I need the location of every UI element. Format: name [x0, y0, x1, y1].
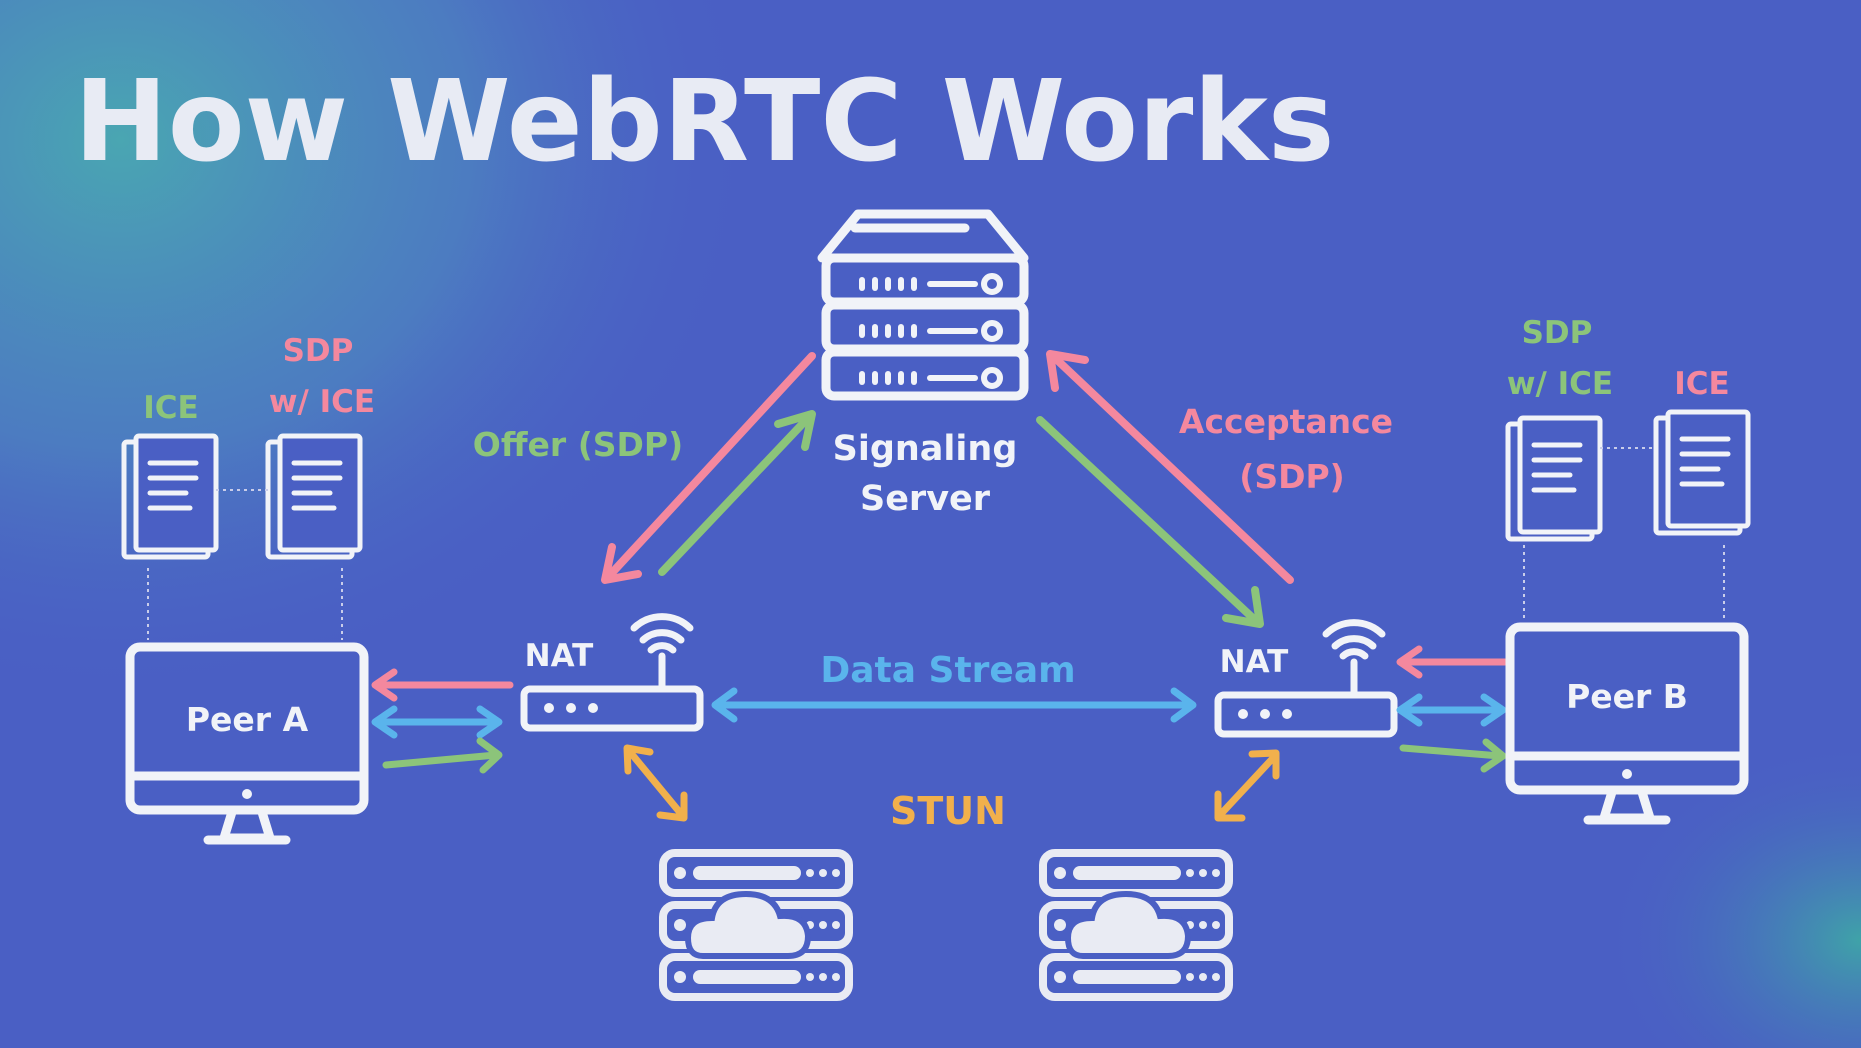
data-stream-arrow — [711, 687, 1197, 723]
peer-b-dotted-connectors — [1523, 447, 1725, 622]
peer-b-monitor-icon — [1505, 622, 1749, 825]
offer-arrow-pink — [606, 352, 816, 579]
ice-document-icon-b — [1653, 409, 1751, 536]
acceptance-label-line1: Acceptance — [1179, 402, 1393, 441]
slide-title: How WebRTC Works — [74, 57, 1335, 187]
peer-a-label: Peer A — [186, 700, 309, 739]
stun-server-left-cloud-server-icon — [659, 849, 853, 1001]
sdp-document-icon-a — [265, 433, 363, 560]
peer-b-power-dot — [1622, 769, 1632, 779]
offer-arrow-green — [658, 414, 812, 576]
signaling-server-label-line1: Signaling — [833, 429, 1018, 469]
acceptance-arrow-pink — [1051, 354, 1294, 584]
nat-right-router-icon — [1214, 619, 1398, 738]
nat-right-led — [1238, 709, 1248, 719]
nat-right-led — [1282, 709, 1292, 719]
acceptance-arrow-green — [1036, 416, 1259, 624]
peer-a-dotted-connectors — [147, 489, 343, 640]
nat-left-led — [566, 703, 576, 713]
server-rack-icon — [817, 209, 1029, 401]
signaling-server-label-line2: Server — [860, 479, 991, 519]
acceptance-label-line2: (SDP) — [1239, 457, 1345, 496]
peer-a-sdp-label-line1: SDP — [283, 333, 354, 369]
nat-left-router-icon — [520, 613, 704, 732]
peer-b-label: Peer B — [1566, 677, 1688, 716]
offer-arrows — [601, 352, 816, 584]
nat-left-label: NAT — [525, 638, 594, 674]
data-stream-label: Data Stream — [820, 650, 1075, 691]
peer-a-power-dot — [242, 789, 252, 799]
acceptance-arrows — [1036, 350, 1294, 628]
peer-a-sdp-label-line2: w/ ICE — [269, 384, 375, 420]
nat-right-led — [1260, 709, 1270, 719]
stun-server-right-cloud-server-icon — [1039, 849, 1233, 1001]
peer-a-nat-arrows — [371, 668, 514, 774]
stun-arrows — [623, 744, 1280, 822]
peer-a-monitor-icon — [125, 642, 369, 845]
nat-left-led — [544, 703, 554, 713]
peer-b-sdp-label-line1: SDP — [1522, 315, 1593, 351]
sdp-document-icon-b — [1505, 415, 1603, 542]
peer-b-sdp-label-line2: w/ ICE — [1507, 366, 1613, 402]
peer-b-nat-arrows — [1396, 645, 1509, 773]
nat-right-label: NAT — [1220, 644, 1289, 680]
peer-b-ice-label: ICE — [1674, 366, 1729, 402]
stun-label: STUN — [890, 789, 1006, 833]
offer-label: Offer (SDP) — [473, 425, 683, 464]
peer-a-ice-label: ICE — [143, 390, 198, 426]
nat-left-led — [588, 703, 598, 713]
ice-document-icon-a — [121, 433, 219, 560]
